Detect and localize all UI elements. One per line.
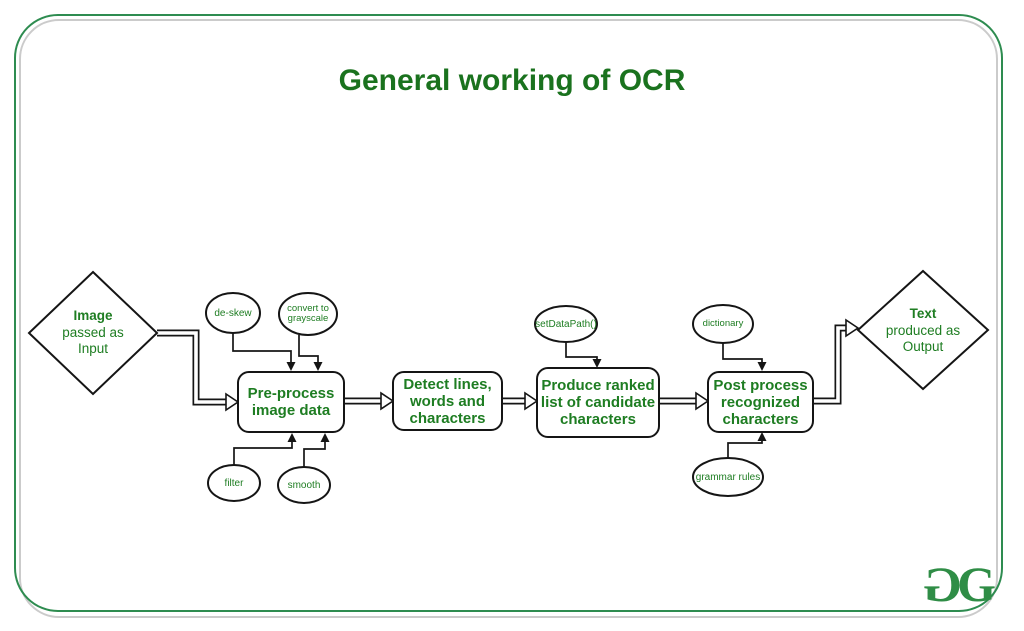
connector-postprocess-to-output xyxy=(813,324,847,405)
slide-outer-border xyxy=(14,14,1003,612)
smooth-ellipse-shape xyxy=(277,466,331,504)
hollow-connectors xyxy=(157,318,860,412)
solid-arrowhead-down xyxy=(286,362,296,371)
logo-g: G xyxy=(957,556,996,612)
filter-ellipse-shape xyxy=(207,464,261,502)
slide-inner-border xyxy=(19,19,998,618)
open-arrowhead xyxy=(845,318,860,338)
solid-arrowhead-up xyxy=(320,433,330,442)
grammar-ellipse-shape xyxy=(692,457,764,497)
solid-arrowhead-down xyxy=(592,359,602,368)
dictionary-ellipse-shape xyxy=(692,304,754,344)
postprocess-box-shape xyxy=(707,371,814,433)
grayscale-ellipse-shape xyxy=(278,292,338,336)
page-title: General working of OCR xyxy=(338,64,686,97)
arrow-setdatapath xyxy=(565,341,598,359)
connector-input-to-preprocess xyxy=(157,329,227,406)
arrow-deskew xyxy=(232,333,292,362)
solid-arrowhead-up xyxy=(757,432,767,441)
geeksforgeeks-logo: GG xyxy=(923,556,996,612)
open-arrowhead xyxy=(695,391,710,411)
open-arrowhead xyxy=(524,391,539,411)
arrow-grayscale xyxy=(298,335,319,362)
thin-arrows xyxy=(232,333,767,468)
arrow-grammar xyxy=(727,441,763,459)
arrow-smooth xyxy=(303,442,326,468)
solid-arrowhead-down xyxy=(757,362,767,371)
solid-arrowhead-down xyxy=(313,362,323,371)
input-diamond-shape xyxy=(27,270,159,396)
connector-input-to-preprocess-inner xyxy=(157,331,227,404)
rank-box-shape xyxy=(536,367,660,438)
solid-arrowhead-up xyxy=(287,433,297,442)
detect-box-shape xyxy=(392,371,503,431)
setdatapath-ellipse-shape xyxy=(534,305,598,343)
shapes xyxy=(27,269,990,504)
arrow-dictionary xyxy=(722,342,763,362)
logo-mirrored-g: G xyxy=(923,556,963,612)
open-arrowhead xyxy=(225,392,240,412)
output-diamond-shape xyxy=(856,269,990,391)
preprocess-box-shape xyxy=(237,371,345,433)
arrow-filter xyxy=(233,442,293,466)
deskew-ellipse-shape xyxy=(205,292,261,334)
connector-postprocess-to-output-inner xyxy=(813,326,847,403)
open-arrowhead xyxy=(380,391,395,411)
